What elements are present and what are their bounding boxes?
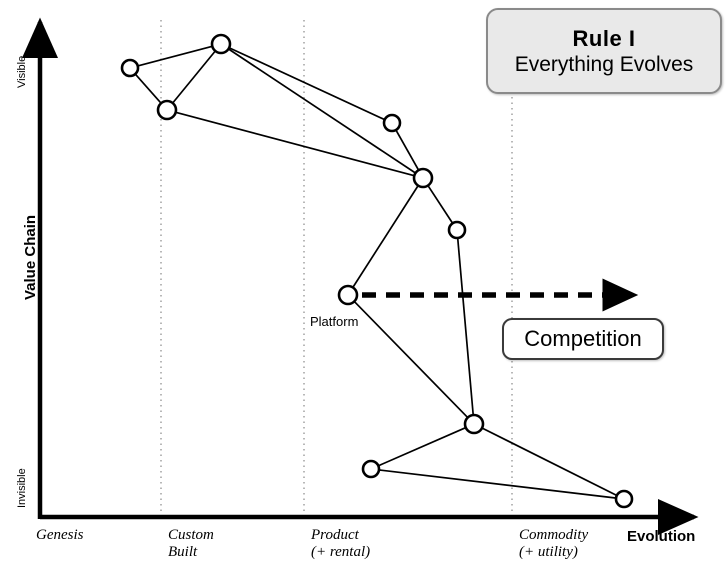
stage-label-line1: Genesis bbox=[36, 527, 84, 543]
rule-subtitle: Everything Evolves bbox=[514, 52, 694, 76]
competition-label: Competition bbox=[524, 326, 642, 351]
evolution-stage-label-0: Genesis bbox=[36, 527, 84, 544]
component-node-n2[interactable] bbox=[210, 33, 232, 55]
component-node-n5[interactable] bbox=[412, 167, 434, 189]
edge-n4-n5 bbox=[395, 129, 420, 171]
component-node-n10[interactable] bbox=[614, 489, 634, 509]
edge-n2-n3 bbox=[172, 50, 216, 104]
component-node-n9[interactable] bbox=[361, 459, 381, 479]
axis-lines bbox=[21, 17, 699, 535]
y-axis-bottom-label: Invisible bbox=[16, 468, 28, 508]
edge-n3-n5 bbox=[175, 111, 415, 177]
rule-title: Rule I bbox=[572, 25, 636, 51]
component-nodes bbox=[120, 33, 634, 509]
rule-callout-box: Rule I Everything Evolves bbox=[486, 8, 722, 94]
evolution-stage-label-3: Commodity(+ utility) bbox=[519, 527, 588, 561]
component-node-n3[interactable] bbox=[156, 99, 178, 121]
stage-label-line2: (+ rental) bbox=[311, 544, 371, 560]
edge-n7-n8 bbox=[354, 301, 468, 418]
edge-n5-n6 bbox=[427, 185, 454, 224]
component-node-n6[interactable] bbox=[447, 220, 467, 240]
edge-n2-n5 bbox=[228, 48, 416, 174]
stage-label-line1: Custom bbox=[168, 527, 214, 543]
edge-n2-n4 bbox=[229, 47, 385, 121]
value-chain-edges bbox=[134, 45, 617, 499]
evolution-stage-label-2: Product(+ rental) bbox=[311, 527, 370, 561]
component-node-n4[interactable] bbox=[382, 113, 402, 133]
component-node-n7[interactable] bbox=[337, 284, 359, 306]
stage-label-line1: Product bbox=[311, 527, 359, 543]
edge-n9-n10 bbox=[379, 469, 616, 499]
competition-callout-box: Competition bbox=[502, 318, 664, 360]
x-axis-title: Evolution bbox=[627, 528, 696, 545]
y-axis-title: Value Chain bbox=[22, 214, 39, 300]
stage-label-line2: (+ utility) bbox=[519, 544, 578, 560]
edge-n5-n7 bbox=[352, 185, 419, 288]
y-axis-top-label: Visible bbox=[16, 55, 28, 88]
stage-label-line1: Commodity bbox=[519, 527, 589, 543]
edge-n8-n10 bbox=[482, 427, 617, 496]
node-label-n7: Platform bbox=[310, 314, 359, 329]
edge-n1-n2 bbox=[138, 45, 213, 67]
edge-n6-n8 bbox=[456, 238, 475, 415]
component-node-n8[interactable] bbox=[463, 413, 485, 435]
edge-n1-n3 bbox=[134, 73, 162, 104]
stage-label-line2: Built bbox=[168, 544, 198, 560]
component-node-n1[interactable] bbox=[120, 58, 140, 78]
edge-n8-n9 bbox=[378, 427, 466, 467]
evolution-gridlines bbox=[160, 20, 513, 515]
